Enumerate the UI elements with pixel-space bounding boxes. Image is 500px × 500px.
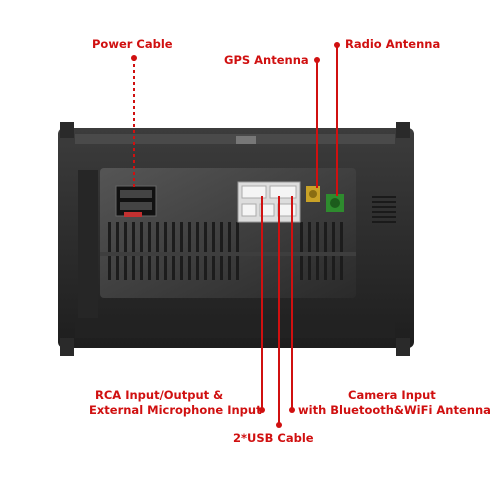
label-rca-line2: External Microphone Input [89, 403, 262, 417]
callout-lines [133, 45, 338, 425]
power-connector [115, 185, 157, 217]
radio-connector [326, 194, 344, 212]
label-gps-antenna: GPS Antenna [224, 53, 309, 67]
label-radio-antenna: Radio Antenna [345, 37, 441, 51]
label-power-cable: Power Cable [92, 37, 173, 51]
gps-connector [306, 186, 320, 202]
callout-dots [131, 42, 340, 428]
label-usb-cable: 2*USB Cable [233, 431, 314, 445]
label-camera-line1: Camera Input [348, 388, 436, 402]
label-rca-line1: RCA Input/Output & [95, 388, 224, 402]
main-connector-block [237, 181, 301, 223]
label-camera-line2: with Bluetooth&WiFi Antenna [298, 403, 491, 417]
